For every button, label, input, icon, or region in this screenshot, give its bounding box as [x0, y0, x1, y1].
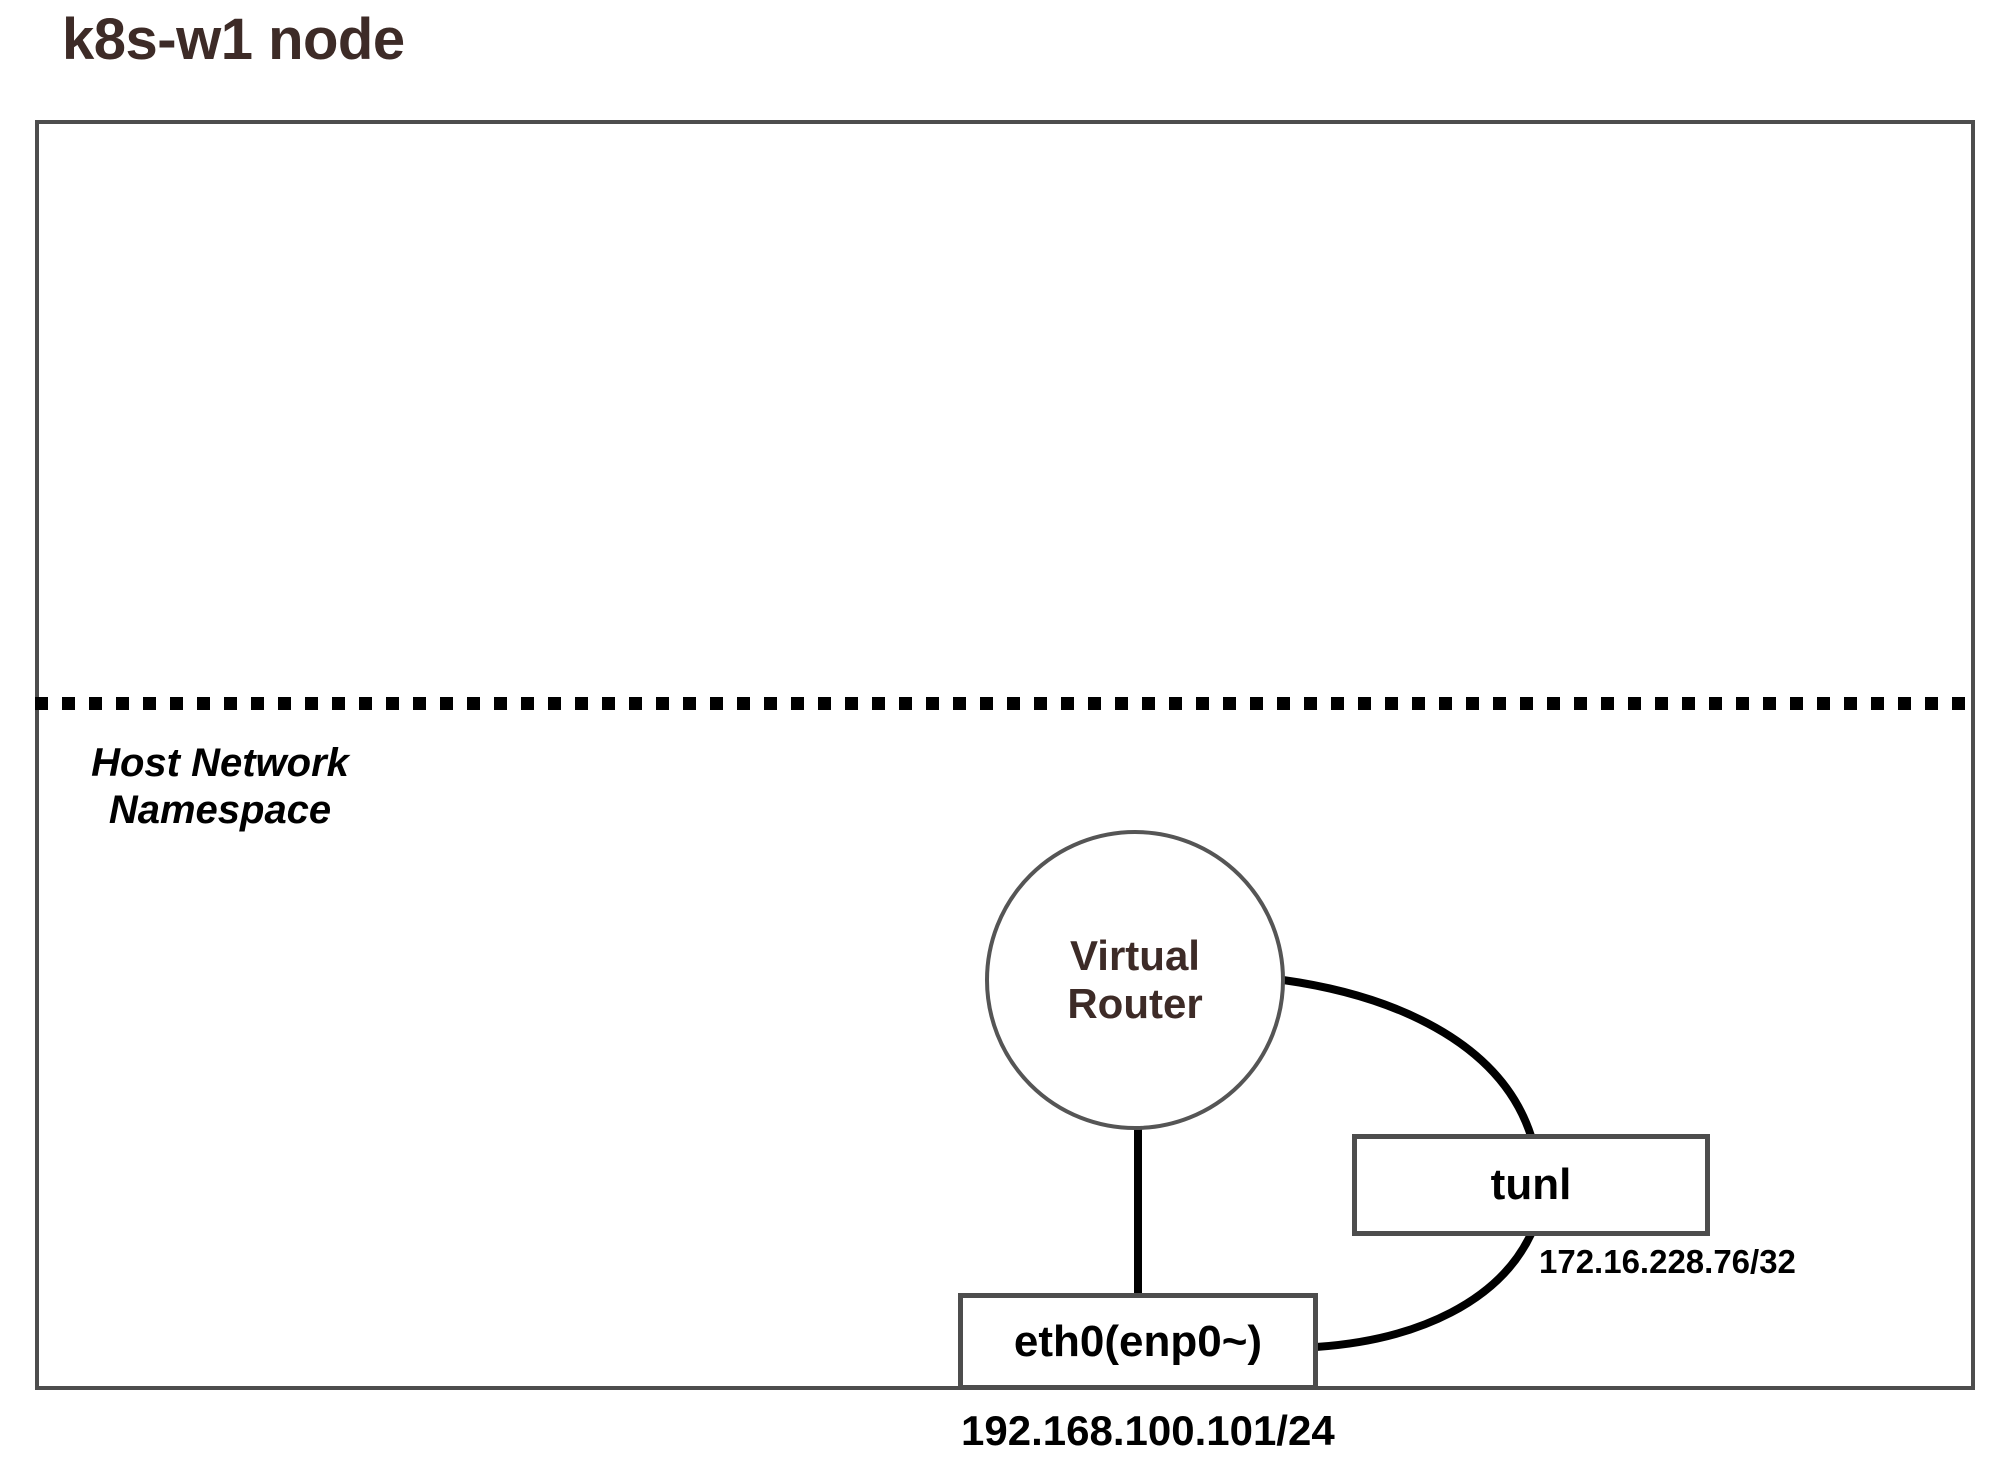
host-network-namespace-label: Host Network Namespace: [55, 740, 385, 834]
tunl-ip-label: 172.16.228.76/32: [1539, 1243, 1796, 1280]
host-network-namespace-label-line2: Namespace: [108, 788, 332, 833]
tunl-interface-box[interactable]: tunl: [1352, 1134, 1710, 1236]
namespace-divider-dotted-line: [35, 697, 1975, 710]
virtual-router-label-line2: Router: [1067, 980, 1203, 1027]
virtual-router-label-line1: Virtual: [1070, 931, 1200, 979]
eth0-interface-label: eth0(enp0~): [1013, 1316, 1263, 1366]
virtual-router-node[interactable]: Virtual Router: [985, 830, 1285, 1130]
eth0-interface-box[interactable]: eth0(enp0~): [958, 1293, 1318, 1390]
page-title: k8s-w1 node: [62, 7, 405, 72]
eth0-ip-label: 192.168.100.101/24: [961, 1407, 1335, 1454]
host-network-namespace-label-line1: Host Network: [91, 741, 349, 785]
tunl-interface-label: tunl: [1490, 1160, 1572, 1209]
